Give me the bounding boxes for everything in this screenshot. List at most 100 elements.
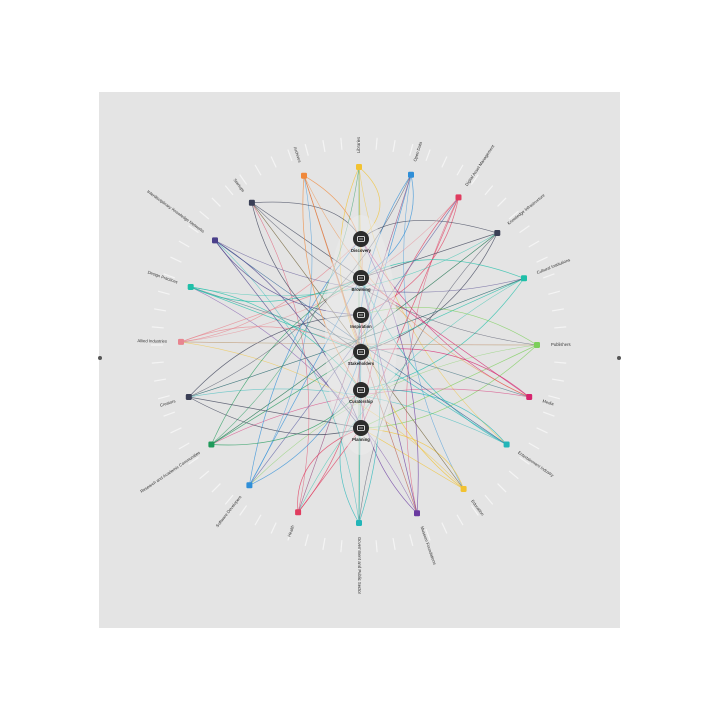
node-label: Creators [159, 398, 176, 407]
spoke-tick [270, 522, 277, 534]
spoke-tick [441, 156, 448, 168]
node-marker [178, 338, 184, 345]
spoke-tick [151, 326, 164, 329]
edge-allied-industries-to-digital-asset-management [180, 197, 459, 343]
spoke-tick [270, 156, 277, 168]
spoke-tick [542, 273, 555, 279]
spoke-tick [304, 534, 309, 547]
hub-halo [325, 215, 397, 455]
edge-digital-asset-management-to-museum-foundations [405, 197, 459, 514]
spoke-tick [163, 411, 176, 417]
node-label: Interdisciplinary Knowledge Networks [146, 189, 205, 234]
spoke-tick [536, 256, 548, 263]
hub-label: Browsing [351, 287, 371, 292]
node-marker [208, 441, 215, 448]
node-cultural-institutions: Cultural Institutions [521, 257, 571, 282]
node-label: Museum Foundations [420, 526, 438, 566]
hub-label: Discovery [351, 248, 372, 253]
node-startups: Startups [232, 177, 255, 206]
spoke-tick [224, 494, 234, 505]
right-margin-dot [617, 356, 621, 360]
spoke-tick [375, 137, 378, 150]
node-government-and-public-sector: Government and Public Sector [356, 520, 362, 595]
spoke-tick [254, 164, 262, 176]
node-marker [187, 284, 194, 290]
hub-discovery: Discovery [351, 231, 372, 253]
spoke-tick [287, 149, 293, 162]
node-open-data: Open Data [408, 141, 423, 178]
spoke-tick [199, 470, 210, 480]
edge-museum-foundations-to-design-practices [190, 286, 418, 514]
node-education: Education [460, 486, 486, 517]
node-marker [185, 394, 192, 400]
spoke-tick [157, 290, 170, 295]
spoke-tick [508, 210, 519, 220]
node-interdisciplinary-knowledge-networks: Interdisciplinary Knowledge Networks [146, 189, 218, 244]
spoke-tick [340, 137, 343, 150]
hub-label: Planning [352, 437, 370, 442]
spoke-tick [154, 308, 167, 312]
node-marker [414, 510, 420, 517]
hub-nodes: DiscoveryBrowsingInspirationStakeholders… [325, 215, 397, 455]
spoke-tick [551, 308, 564, 312]
node-label: Knowledge Infrastructure [506, 192, 546, 226]
node-research-and-academic-communities: Research and Academic Communities [139, 441, 215, 494]
spoke-tick [548, 395, 561, 400]
spoke-tick [254, 514, 262, 526]
spoke-tick [441, 522, 448, 534]
people-icon [357, 349, 365, 355]
spoke-tick [163, 273, 176, 279]
spoke-tick [554, 326, 567, 329]
spoke-tick [170, 427, 182, 434]
spoke-tick [425, 149, 431, 162]
node-marker [408, 171, 414, 178]
spoke-tick [484, 494, 494, 505]
spoke-tick [409, 534, 414, 547]
spoke-tick [508, 470, 519, 480]
node-marker [212, 237, 218, 244]
edge-creators-to-open-data [188, 174, 412, 398]
spoke-tick [340, 540, 343, 553]
left-margin-dot [98, 356, 102, 360]
node-label: Government and Public Sector [357, 537, 362, 595]
edge-health-to-startups [251, 202, 310, 513]
spoke-tick [239, 174, 248, 185]
spoke-tick [211, 197, 221, 207]
edge-open-data-to-education [403, 174, 464, 490]
node-marker [295, 509, 302, 516]
node-marker [534, 342, 540, 348]
image-icon [357, 312, 365, 318]
node-libraries: Libraries [356, 137, 362, 170]
star-icon [357, 387, 365, 393]
node-label: Entertainment Industry [517, 450, 555, 478]
hub-browsing: Browsing [351, 270, 371, 292]
spoke-tick [239, 505, 248, 516]
spoke-tick [542, 411, 555, 417]
spoke-tick [199, 210, 210, 220]
edge-education-to-allied-industries [180, 341, 464, 490]
node-label: Research and Academic Communities [139, 450, 201, 494]
spoke-lines [151, 137, 567, 553]
spoke-tick [554, 361, 567, 364]
spoke-tick [528, 240, 540, 248]
hub-inspiration: Inspiration [350, 307, 372, 329]
edge-research-and-academic-communities-to-libraries [211, 166, 360, 445]
spoke-tick [224, 185, 234, 196]
node-media: Media [526, 394, 555, 407]
plan-icon [357, 425, 365, 431]
node-marker [494, 230, 501, 236]
spoke-tick [536, 427, 548, 434]
node-marker [503, 441, 510, 448]
node-label: Media [542, 398, 555, 406]
spoke-tick [409, 143, 414, 156]
node-knowledge-infrastructure: Knowledge Infrastructure [494, 192, 546, 236]
spoke-tick [551, 378, 564, 382]
spoke-tick [470, 505, 479, 516]
spoke-tick [211, 483, 221, 493]
spoke-tick [322, 140, 326, 153]
hub-curatorship: Curatorship [349, 382, 373, 404]
spoke-tick [151, 361, 164, 364]
spoke-tick [375, 540, 378, 553]
node-publishers: Publishers [534, 342, 571, 348]
